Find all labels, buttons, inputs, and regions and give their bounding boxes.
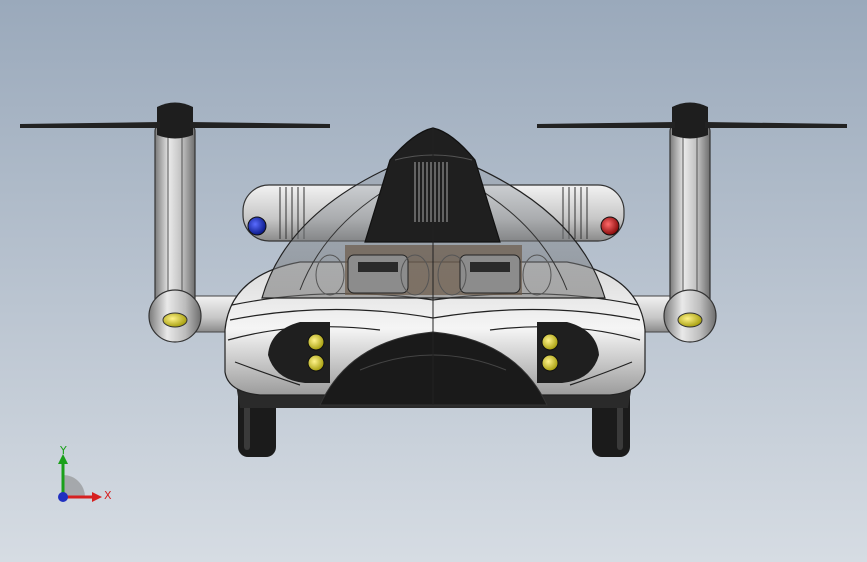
left-rotor-blade	[20, 122, 330, 128]
wing-light-right	[600, 216, 620, 236]
fin-vents	[414, 162, 448, 222]
headlamp-left-lower	[307, 354, 325, 372]
y-axis-label: Y	[60, 444, 67, 457]
x-axis-label: X	[104, 489, 112, 502]
right-rotor-blade	[537, 122, 847, 128]
headlamp-left-upper	[307, 333, 325, 351]
left-rotor-column	[148, 102, 202, 343]
coordinate-triad: Y X	[40, 440, 120, 520]
right-rotor-column	[663, 102, 717, 343]
z-axis-dot	[58, 492, 68, 502]
y-axis-head	[58, 454, 68, 464]
triad-plane-indicator	[63, 475, 85, 497]
wing-light-left	[247, 216, 267, 236]
headlamp-right-upper	[541, 333, 559, 351]
x-axis-head	[92, 492, 102, 502]
headlamp-right-lower	[541, 354, 559, 372]
